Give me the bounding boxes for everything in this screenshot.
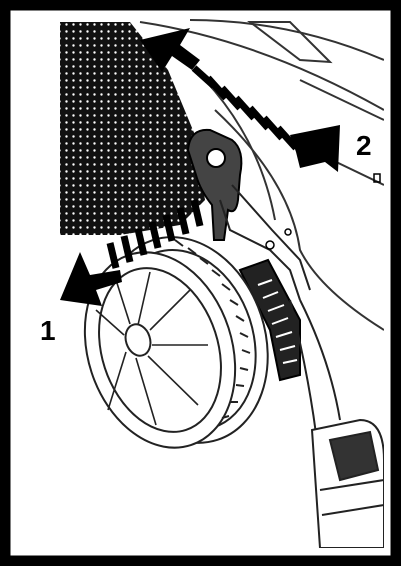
handle-lower [290, 300, 384, 548]
callout-2: 2 [356, 130, 372, 161]
callout-1: 1 [40, 315, 56, 346]
wheel [61, 215, 294, 467]
